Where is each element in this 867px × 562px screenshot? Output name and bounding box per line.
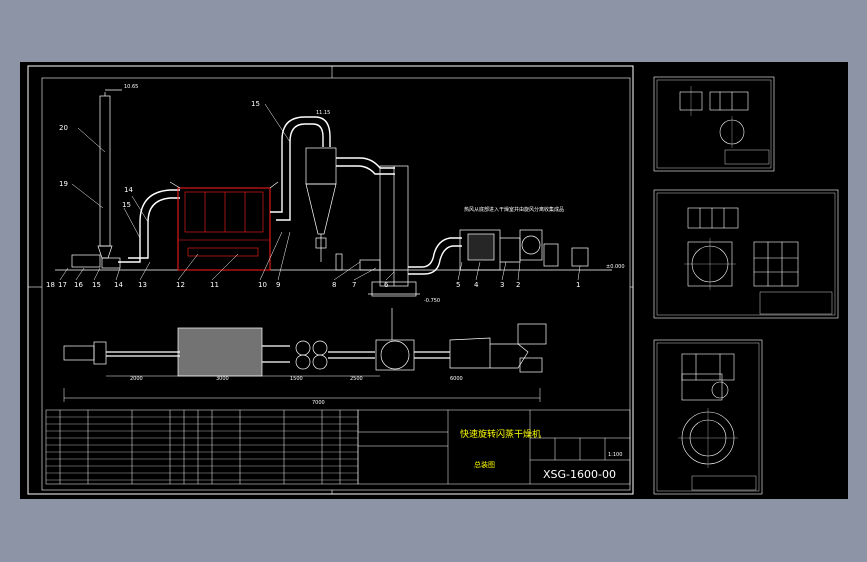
main-inner-frame bbox=[41, 77, 631, 491]
part-number-11: 11 bbox=[210, 281, 219, 289]
label-part-15-duct: 15 bbox=[251, 100, 260, 108]
elevation-view bbox=[55, 89, 612, 297]
part-number-2: 2 bbox=[516, 281, 520, 289]
part-number-6: 6 bbox=[384, 281, 389, 289]
dim-bottom-right: -0.750 bbox=[424, 298, 440, 304]
drawing-title: 快速旋转闪蒸干燥机 bbox=[460, 428, 541, 440]
part-number-3: 3 bbox=[500, 281, 504, 289]
dim-c: 1500 bbox=[290, 376, 303, 382]
title-block bbox=[357, 409, 631, 485]
part-number-10: 10 bbox=[258, 281, 267, 289]
part-number-7: 7 bbox=[352, 281, 356, 289]
plan-view bbox=[63, 308, 547, 402]
dim-e: 6000 bbox=[450, 376, 463, 382]
part-number-16: 16 bbox=[74, 281, 83, 289]
dim-overall: 7000 bbox=[312, 400, 325, 406]
part-number-9: 9 bbox=[276, 281, 280, 289]
label-part-15-left: 15 bbox=[122, 201, 131, 209]
part-number-8: 8 bbox=[332, 281, 336, 289]
detail-sheet-3 bbox=[653, 339, 763, 495]
dim-d: 2500 bbox=[350, 376, 363, 382]
cad-drawing-sheet: 20 19 14 15 15 10.65 11.15 ±0.000 热风从底部进… bbox=[20, 62, 848, 499]
part-number-17: 17 bbox=[58, 281, 67, 289]
main-sheet-frame bbox=[27, 65, 634, 495]
annotation-top: 10.65 bbox=[124, 84, 138, 90]
part-number-1: 1 bbox=[576, 281, 580, 289]
part-leaders bbox=[59, 103, 581, 281]
label-part-14: 14 bbox=[124, 186, 133, 194]
label-part-19: 19 bbox=[59, 180, 68, 188]
part-number-15: 15 bbox=[92, 281, 101, 289]
label-part-20: 20 bbox=[59, 124, 68, 132]
annotation-right: ±0.000 bbox=[606, 264, 625, 270]
detail-sheet-2 bbox=[653, 189, 839, 319]
detail-sheet-1 bbox=[653, 76, 775, 172]
part-number-14: 14 bbox=[114, 281, 123, 289]
dim-b: 3000 bbox=[216, 376, 229, 382]
part-number-4: 4 bbox=[474, 281, 479, 289]
cad-drawing: 20 19 14 15 15 10.65 11.15 ±0.000 热风从底部进… bbox=[27, 65, 839, 495]
parts-list-rows bbox=[46, 416, 358, 481]
part-number-13: 13 bbox=[138, 281, 147, 289]
flow-note: 热风从底部进入干燥室并由旋风分离收集成品 bbox=[464, 206, 564, 213]
part-number-18: 18 bbox=[46, 281, 55, 289]
drawing-subtitle: 总装图 bbox=[474, 460, 495, 469]
drawing-number: XSG-1600-00 bbox=[543, 468, 616, 481]
part-number-5: 5 bbox=[456, 281, 460, 289]
drawing-scale: 1:100 bbox=[608, 452, 622, 458]
part-number-12: 12 bbox=[176, 281, 185, 289]
dim-a: 2000 bbox=[130, 376, 143, 382]
annotation-upper: 11.15 bbox=[316, 110, 330, 116]
